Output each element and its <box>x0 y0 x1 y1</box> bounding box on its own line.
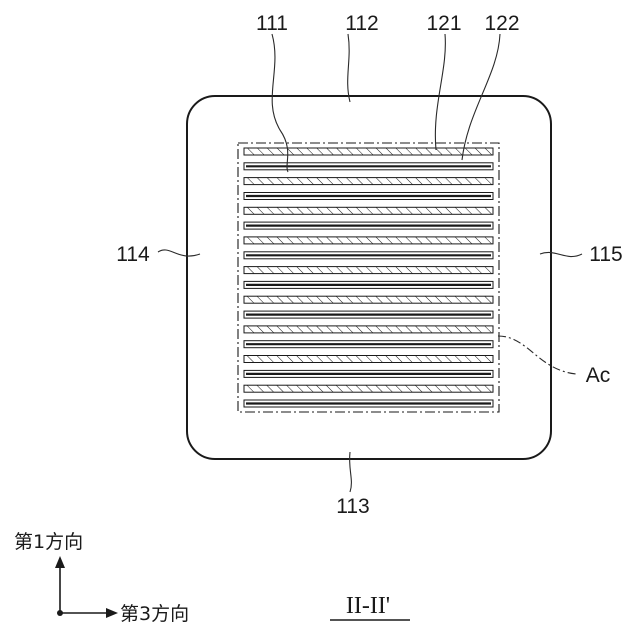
hatched-strip <box>244 385 493 392</box>
label-122: 122 <box>484 12 519 35</box>
hatched-strip <box>244 296 493 303</box>
hatched-strip <box>244 267 493 274</box>
leader-ac <box>498 336 576 374</box>
third-direction-label: 第3方向 <box>120 603 189 625</box>
hatched-strip <box>244 148 493 155</box>
label-121: 121 <box>426 12 461 35</box>
leader-115 <box>540 252 582 256</box>
label-113: 113 <box>336 495 369 518</box>
hatched-strip <box>244 326 493 333</box>
up-arrow-icon <box>55 556 65 568</box>
hatched-strip <box>244 207 493 214</box>
hatched-strip <box>244 178 493 185</box>
leader-114 <box>158 250 200 256</box>
leader-121 <box>435 34 445 150</box>
label-ac: Ac <box>586 364 611 387</box>
label-114: 114 <box>116 243 150 266</box>
direction-indicator <box>55 556 118 618</box>
origin-dot <box>57 610 63 616</box>
right-arrow-icon <box>106 608 118 618</box>
first-direction-label: 第1方向 <box>14 531 83 553</box>
label-115: 115 <box>589 243 622 266</box>
electrode-strips <box>244 148 493 407</box>
label-112: 112 <box>345 12 378 35</box>
section-label: II-II' <box>346 593 390 619</box>
label-111: 111 <box>256 12 288 35</box>
hatched-strip <box>244 237 493 244</box>
hatched-strip <box>244 356 493 363</box>
leader-112 <box>348 34 350 102</box>
